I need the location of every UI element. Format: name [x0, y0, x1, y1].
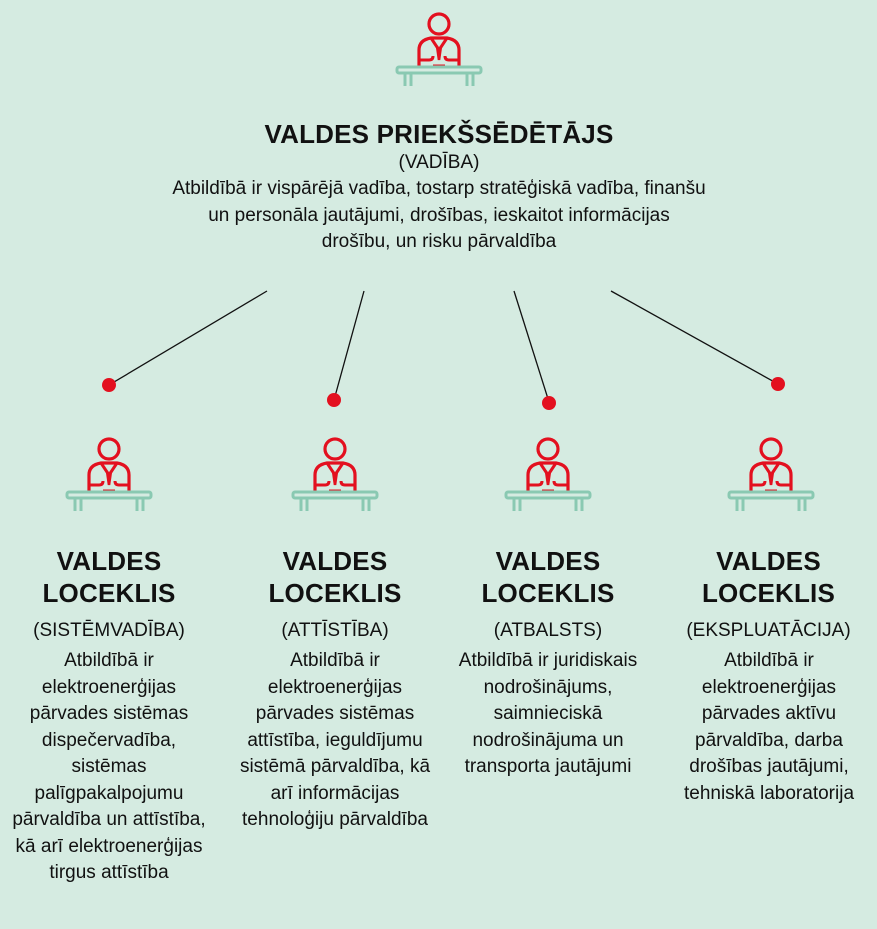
member-1-icon [59, 435, 159, 513]
member-3-description: Atbildībā ir juridiskais nodrošinājums, … [458, 650, 638, 777]
member-1-description: Atbildībā ir elektroenerģijas pārvades s… [12, 650, 206, 883]
member-3-title-line1: VALDES [495, 546, 601, 576]
member-4-description: Atbildībā ir elektroenerģijas pārvades a… [683, 650, 855, 804]
member-2-description: Atbildībā ir elektroenerģijas pārvades s… [239, 650, 431, 830]
member-4-icon [721, 435, 821, 513]
chairman-subtitle: (VADĪBA) [398, 152, 480, 173]
member-4-subtitle: (EKSPLUATĀCIJA) [686, 620, 851, 641]
connector-dot-1 [102, 378, 116, 392]
member-2-subtitle: (ATTĪSTĪBA) [281, 620, 389, 641]
connector-line-4 [610, 290, 779, 385]
connector-line-2 [333, 290, 365, 401]
member-3-title-line2: LOCEKLIS [481, 578, 615, 608]
member-4-title-line1: VALDES [716, 546, 821, 576]
member-4-title-line2: LOCEKLIS [701, 578, 836, 608]
connector-dot-4 [771, 377, 785, 391]
member-3-icon [498, 435, 598, 513]
member-1-subtitle: (SISTĒMVADĪBA) [33, 620, 185, 641]
connector-line-1 [108, 290, 268, 386]
connector-dot-3 [542, 396, 556, 410]
member-2-icon [285, 435, 385, 513]
member-1-title-line1: VALDES [56, 546, 162, 576]
member-2-title-line2: LOCEKLIS [268, 578, 402, 608]
chairman-title: VALDES PRIEKŠSĒDĒTĀJS [264, 119, 614, 149]
chairman-icon [389, 10, 489, 88]
chairman-description: Atbildībā ir vispārējā vadība, tostarp s… [172, 178, 706, 252]
member-1-title-line2: LOCEKLIS [42, 578, 176, 608]
connector-dot-2 [327, 393, 341, 407]
connector-line-3 [513, 290, 550, 403]
member-3-subtitle: (ATBALSTS) [493, 620, 603, 641]
member-2-title-line1: VALDES [282, 546, 388, 576]
